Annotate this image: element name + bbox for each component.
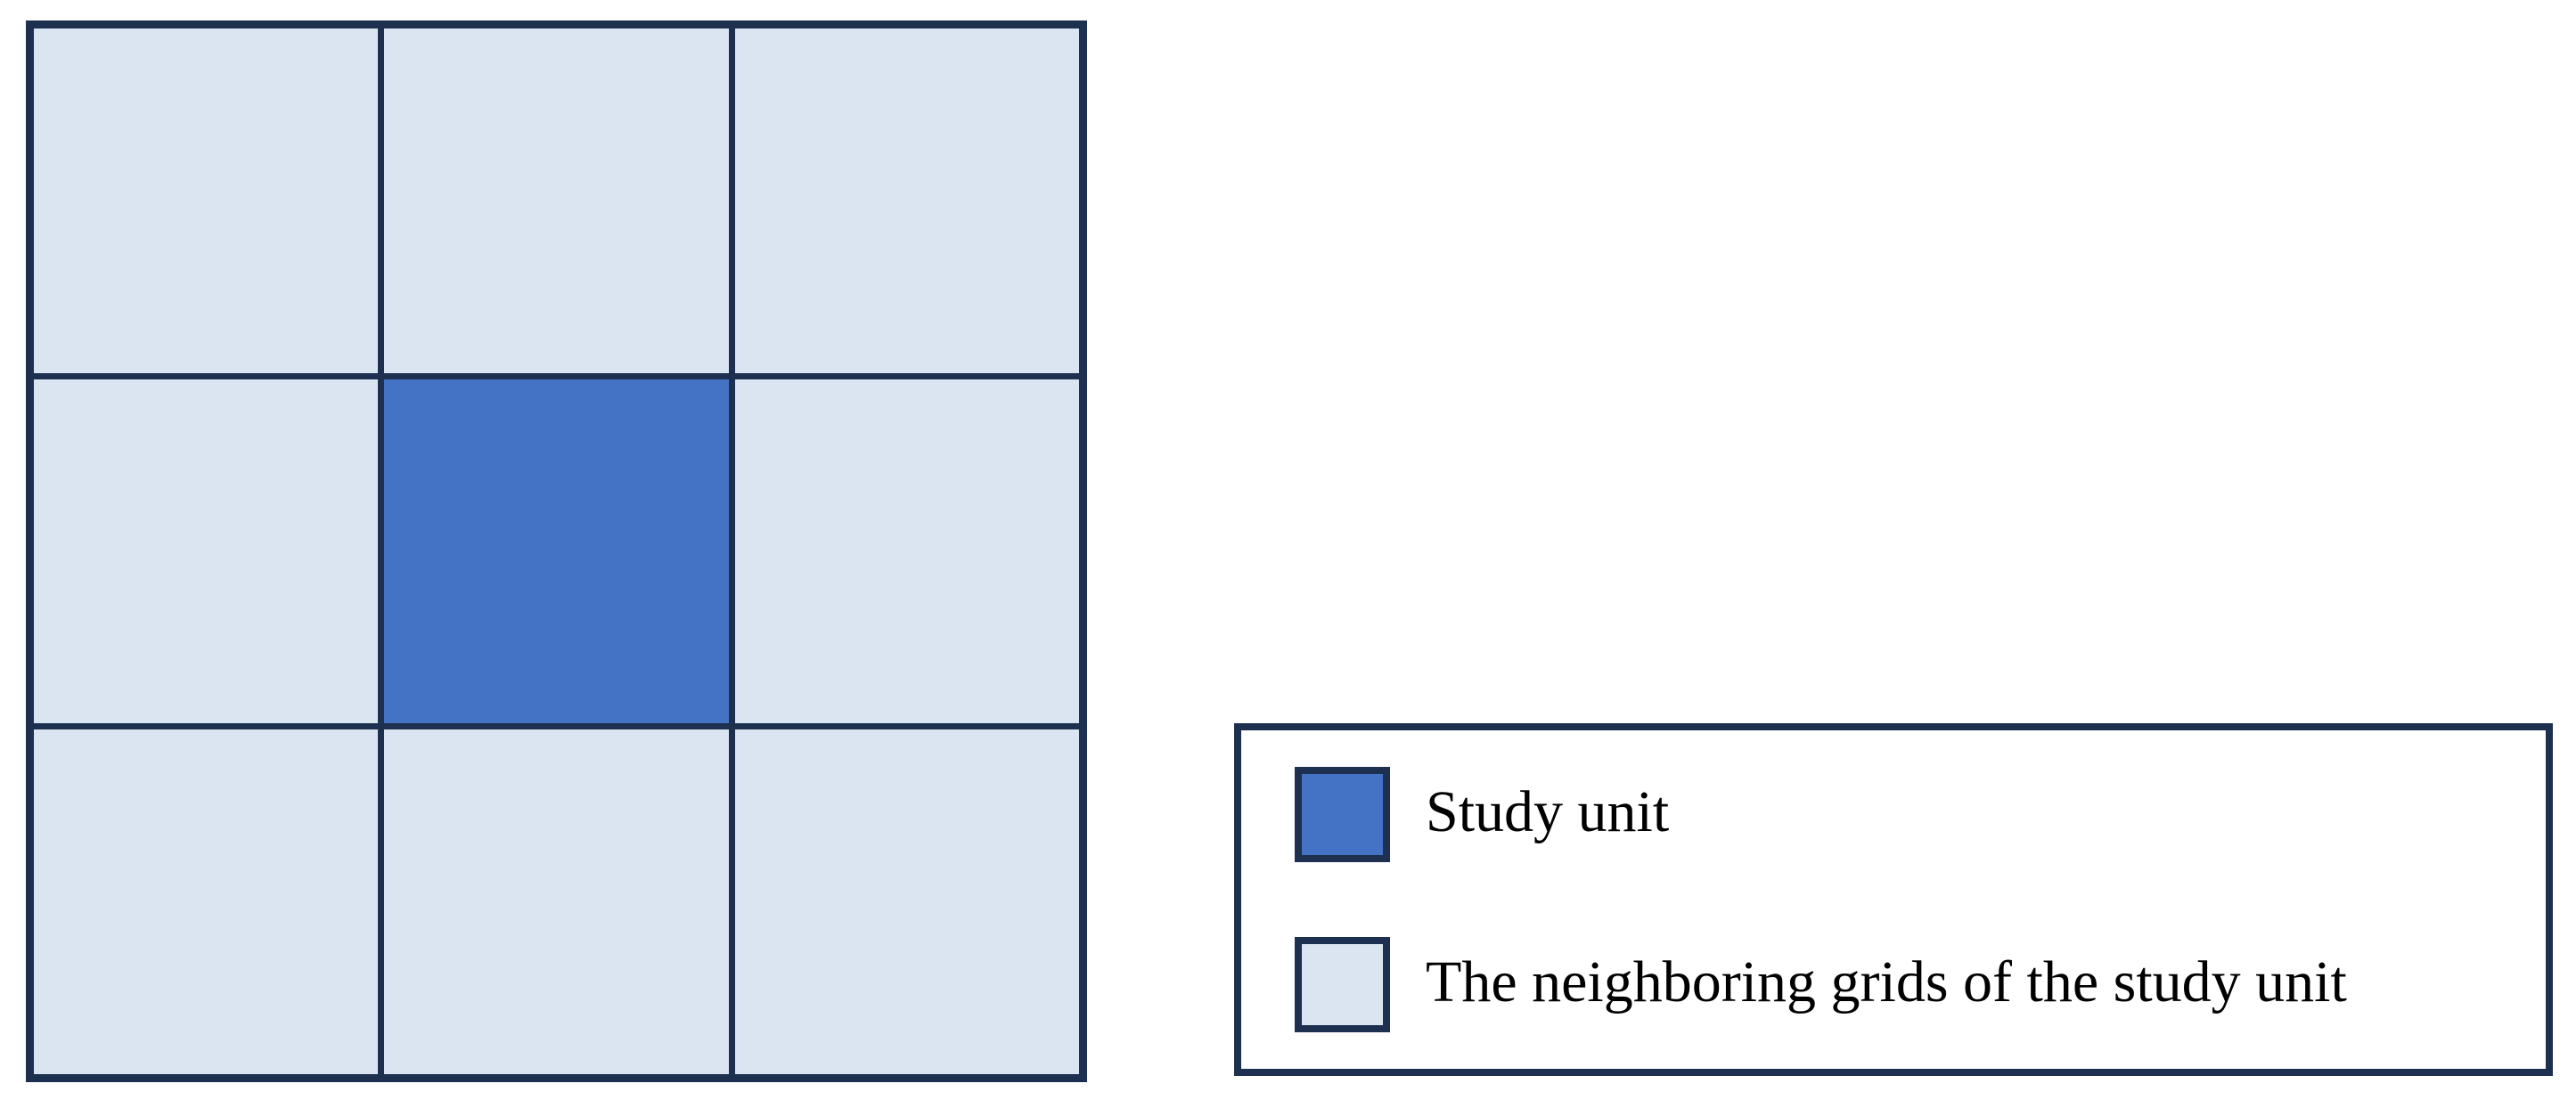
legend-item-neighbor-grids: The neighboring grids of the study unit: [1295, 937, 2546, 1032]
legend-label-neighbor-grids: The neighboring grids of the study unit: [1426, 949, 2347, 1014]
grid-cell-neighbor-r1c3: [734, 29, 1079, 373]
grid-cell-neighbor-r3c2: [384, 729, 729, 1074]
grid-cell-neighbor-r3c1: [34, 729, 379, 1074]
grid-cell-neighbor-r3c3: [734, 729, 1079, 1074]
grid-cell-neighbor-r2c3: [734, 379, 1079, 724]
legend-label-study-unit: Study unit: [1426, 778, 1670, 844]
study-unit-swatch: [1295, 767, 1390, 862]
neighborhood-grid: [26, 20, 1087, 1082]
grid-cell-neighbor-r1c2: [384, 29, 729, 373]
legend-item-study-unit: Study unit: [1295, 767, 2546, 862]
grid-cell-neighbor-r2c1: [34, 379, 379, 724]
grid-cell-neighbor-r1c1: [34, 29, 379, 373]
legend-box: Study unit The neighboring grids of the …: [1234, 723, 2553, 1076]
grid-cell-study_unit-r2c2: [384, 379, 729, 724]
neighbor-grid-swatch: [1295, 937, 1390, 1032]
